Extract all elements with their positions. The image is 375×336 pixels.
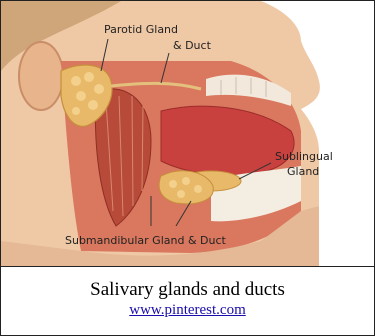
parotid-duct-label: & Duct — [173, 39, 211, 52]
submandibular-label: Submandibular Gland & Duct — [65, 234, 226, 247]
source-link[interactable]: www.pinterest.com — [129, 302, 246, 318]
ear — [19, 42, 63, 110]
sublingual-label-line1: Sublingual — [275, 150, 333, 163]
sublingual-label-line2: Gland — [287, 165, 319, 178]
parotid-gland-label: Parotid Gland — [104, 23, 178, 36]
caption-area: Salivary glands and ducts www.pinterest.… — [1, 267, 374, 335]
figure-caption: Salivary glands and ducts — [1, 279, 374, 301]
salivary-gland-illustration: Parotid Gland & Duct Sublingual Gland Su… — [1, 1, 374, 266]
